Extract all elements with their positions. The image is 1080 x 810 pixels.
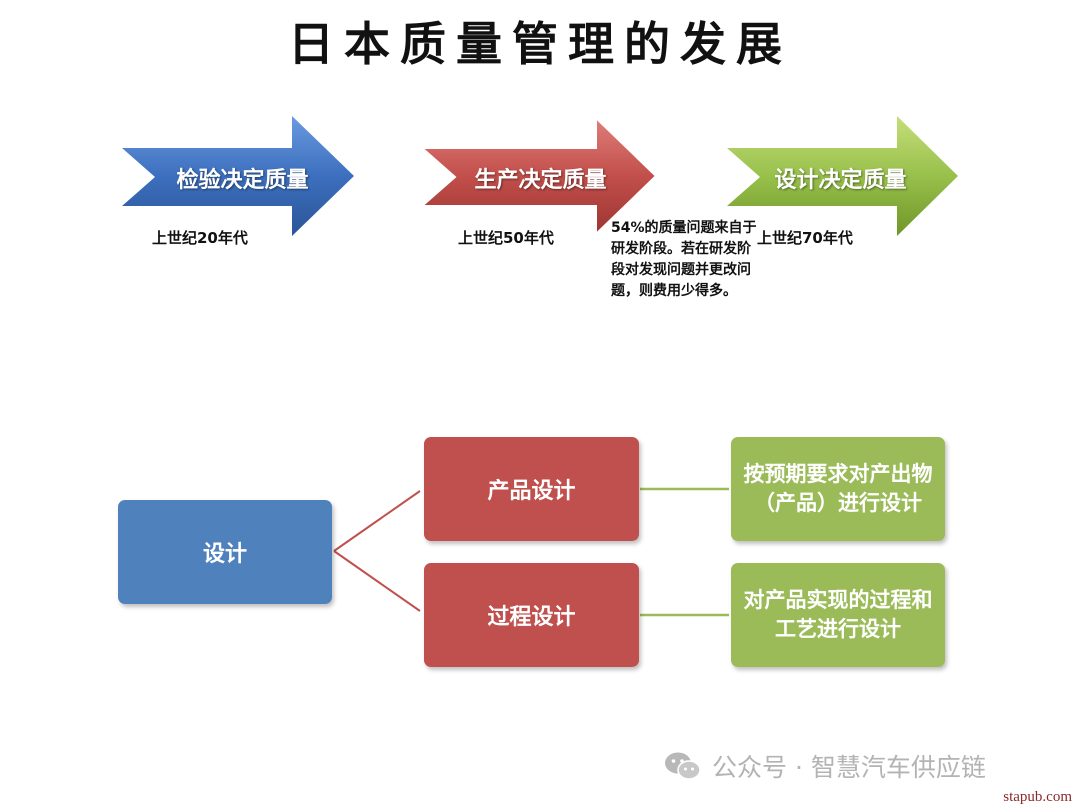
detail-box-1: 按预期要求对产出物（产品）进行设计 — [731, 437, 945, 541]
connector-root-branch-2 — [333, 550, 421, 612]
page-title: 日本质量管理的发展 — [288, 17, 792, 71]
stage-era-3: 上世纪70年代 — [757, 229, 853, 247]
research-note: 54%的质量问题来自于研发阶段。若在研发阶段对发现问题并更改问题，则费用少得多。 — [611, 220, 757, 299]
detail-box-2: 对产品实现的过程和工艺进行设计 — [731, 563, 945, 667]
detail-label-1: 按预期要求对产出物（产品）进行设计 — [743, 462, 933, 515]
stage-arrows — [122, 115, 958, 237]
stage-arrow-2 — [419, 115, 658, 237]
tree-root-box: 设计 — [118, 500, 332, 604]
stage-era-1: 上世纪20年代 — [152, 229, 248, 247]
site-watermark: stapub.com — [1003, 789, 1072, 805]
watermark-text: 公众号 · 智慧汽车供应链 — [712, 753, 986, 782]
tree-root-label: 设计 — [202, 542, 247, 567]
wechat-icon — [665, 752, 701, 780]
branch-label-2: 过程设计 — [487, 605, 576, 630]
detail-label-2: 对产品实现的过程和工艺进行设计 — [743, 588, 933, 641]
stage-arrow-1 — [122, 116, 354, 236]
watermark: 公众号 · 智慧汽车供应链 — [664, 748, 986, 784]
stage-label-1: 检验决定质量 — [176, 168, 309, 193]
stage-label-2: 生产决定质量 — [474, 168, 607, 193]
branch-box-1: 产品设计 — [424, 437, 639, 541]
branch-box-2: 过程设计 — [424, 563, 639, 667]
stage-era-2: 上世纪50年代 — [458, 229, 554, 247]
branch-label-1: 产品设计 — [487, 479, 576, 504]
stage-arrow-3 — [727, 116, 958, 236]
stage-label-3: 设计决定质量 — [774, 168, 907, 193]
connector-root-branch-1 — [333, 490, 421, 552]
